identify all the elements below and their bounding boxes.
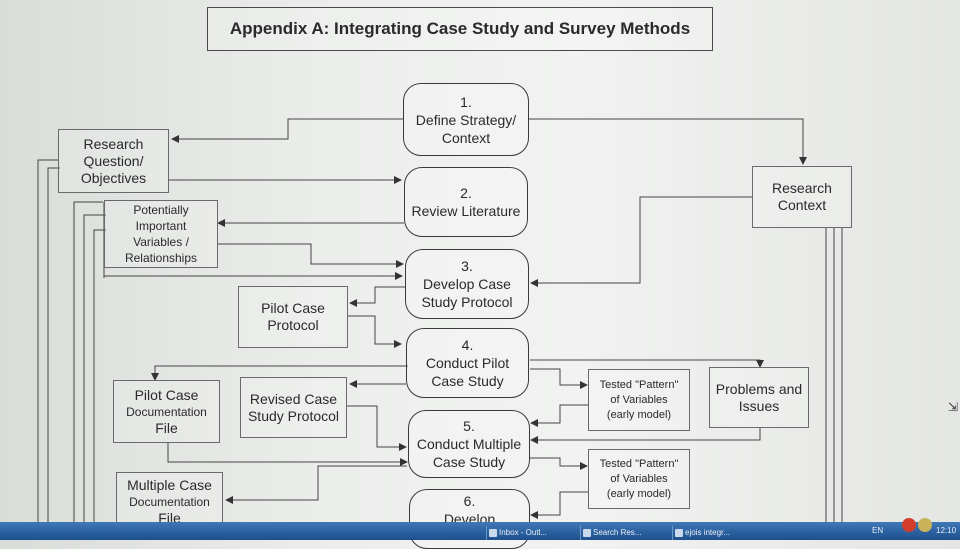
multiple-doc-line2: Documentation: [129, 495, 210, 509]
taskbar-item-search[interactable]: Search Res...: [580, 526, 671, 540]
tested-pattern-2-line3: (early model): [606, 487, 672, 500]
pilot-doc-line3: File: [155, 419, 178, 436]
pilot-doc-box: Pilot Case Documentation File: [113, 380, 220, 443]
step-2-label: Review Literature: [411, 203, 521, 219]
pilot-protocol-line1: Pilot Case: [261, 300, 325, 316]
tested-pattern-box-1: Tested "Pattern" of Variables (early mod…: [588, 369, 690, 431]
language-indicator[interactable]: EN: [872, 526, 884, 535]
research-context-line2: Context: [777, 197, 827, 213]
taskbar-item-inbox[interactable]: Inbox - Outl...: [486, 526, 577, 540]
revised-protocol-box: Revised Case Study Protocol: [240, 377, 347, 438]
tested-pattern-2-line1: Tested "Pattern": [599, 457, 679, 470]
step-2-review-literature: 2. Review Literature: [404, 167, 528, 237]
step-4-label-line1: Conduct Pilot: [425, 355, 510, 371]
problems-issues-box: Problems and Issues: [709, 367, 809, 428]
research-question-line2: Question/: [83, 152, 144, 169]
revised-protocol-line2: Study Protocol: [247, 407, 340, 424]
step-4-conduct-pilot: 4. Conduct Pilot Case Study: [406, 328, 529, 398]
variables-line2: Important: [135, 219, 187, 233]
step-3-label-line2: Study Protocol: [421, 294, 513, 310]
pilot-doc-line2: Documentation: [126, 404, 207, 419]
page-title: Appendix A: Integrating Case Study and S…: [207, 7, 713, 51]
tested-pattern-box-2: Tested "Pattern" of Variables (early mod…: [588, 449, 690, 509]
step-2-number: 2.: [460, 185, 472, 201]
revised-protocol-line1: Revised Case: [249, 390, 338, 407]
research-question-box: Research Question/ Objectives: [58, 129, 169, 193]
tested-pattern-1-line1: Tested "Pattern": [599, 378, 679, 391]
taskbar: [0, 522, 960, 540]
research-context-box: Research Context: [752, 166, 852, 228]
tested-pattern-1-line2: of Variables: [610, 393, 668, 406]
network-tray-icon[interactable]: [918, 518, 932, 532]
step-1-label-line1: Define Strategy/: [415, 111, 517, 128]
taskbar-item-ejois[interactable]: ejois integr...: [672, 526, 765, 540]
mouse-cursor-icon: ⇲: [948, 400, 959, 414]
step-6-number: 6.: [463, 493, 476, 509]
problems-line2: Issues: [738, 397, 780, 414]
pilot-protocol-line2: Protocol: [267, 317, 319, 333]
step-4-label-line2: Case Study: [431, 373, 504, 389]
step-3-develop-protocol: 3. Develop Case Study Protocol: [405, 249, 529, 319]
variables-line3: Variables /: [133, 235, 189, 249]
step-3-label-line1: Develop Case: [423, 276, 511, 292]
step-5-label-line2: Case Study: [432, 454, 506, 470]
tested-pattern-1-line3: (early model): [606, 408, 672, 421]
tested-pattern-2-line2: of Variables: [610, 472, 668, 485]
variables-line4: Relationships: [124, 251, 198, 265]
research-context-line1: Research: [772, 180, 832, 196]
step-5-conduct-multiple: 5. Conduct Multiple Case Study: [408, 410, 530, 478]
security-tray-icon[interactable]: [902, 518, 916, 532]
clock[interactable]: 12:10: [936, 526, 957, 535]
step-5-label-line1: Conduct Multiple: [416, 436, 522, 452]
step-6-develop: 6. Develop: [409, 489, 530, 549]
step-1-number: 1.: [460, 93, 472, 110]
problems-line1: Problems and: [715, 380, 803, 397]
step-1-define-strategy: 1. Define Strategy/ Context: [403, 83, 529, 156]
step-1-label-line2: Context: [441, 129, 491, 146]
research-question-line3: Objectives: [80, 169, 147, 186]
step-3-number: 3.: [461, 258, 473, 274]
step-5-number: 5.: [463, 418, 475, 434]
variables-box: Potentially Important Variables / Relati…: [104, 200, 218, 268]
variables-line1: Potentially: [133, 203, 189, 217]
research-question-line1: Research: [83, 135, 144, 152]
step-4-number: 4.: [461, 337, 474, 353]
pilot-protocol-box: Pilot Case Protocol: [238, 286, 348, 348]
multiple-doc-line1: Multiple Case: [127, 477, 212, 493]
pilot-doc-line1: Pilot Case: [134, 386, 199, 403]
